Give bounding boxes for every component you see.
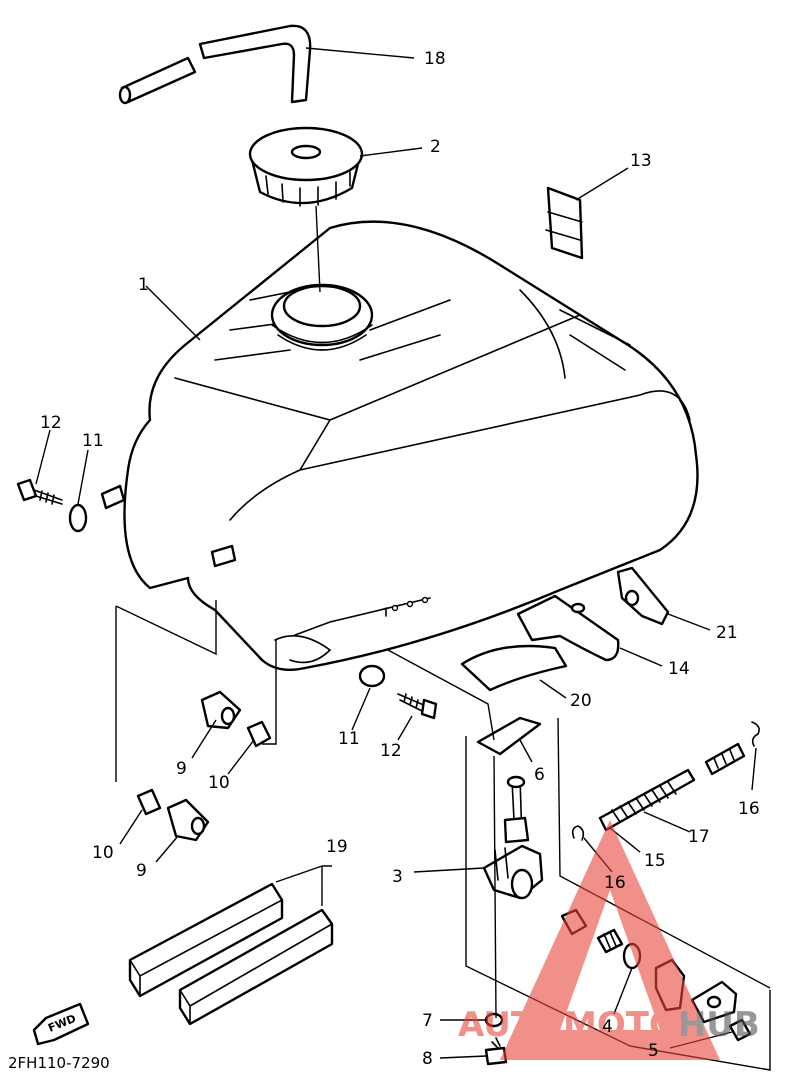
callout-17: 17 (688, 827, 710, 847)
callout-13: 13 (630, 151, 652, 171)
fuel-tank (100, 220, 699, 671)
callout-9-lower: 9 (136, 861, 147, 881)
callout-12-lower: 12 (380, 741, 402, 761)
callout-16-left: 16 (604, 873, 626, 893)
callout-10-upper: 10 (208, 773, 230, 793)
callout-2: 2 (430, 137, 441, 157)
callout-10-lower: 10 (92, 843, 114, 863)
fuel-cock (482, 775, 544, 900)
callout-11-lower: 11 (338, 729, 360, 749)
callout-5: 5 (648, 1041, 659, 1061)
forward-arrow-icon: FWD (32, 1002, 90, 1046)
clip-left (571, 825, 585, 841)
callout-19: 19 (326, 837, 348, 857)
collar-lower (136, 788, 162, 816)
bracket (616, 566, 670, 626)
callout-21: 21 (716, 623, 738, 643)
clip-right (751, 721, 760, 747)
plate (690, 980, 738, 1024)
damper-upper (200, 690, 242, 730)
callout-16-right: 16 (738, 799, 760, 819)
callout-4: 4 (602, 1017, 613, 1037)
callout-12-upper: 12 (40, 413, 62, 433)
callout-8: 8 (422, 1049, 433, 1069)
hose-fitting (704, 742, 746, 776)
rubber-damper-upper (516, 594, 620, 662)
rubber-damper-lower (460, 644, 568, 692)
clip-part (545, 186, 584, 260)
fuel-cap (248, 126, 364, 207)
washer-lower (358, 664, 386, 688)
callout-11-upper: 11 (82, 431, 104, 451)
spring (596, 928, 624, 954)
callout-7: 7 (422, 1011, 433, 1031)
bolt-lower (397, 693, 438, 720)
watermark-triangle-icon (500, 820, 720, 1060)
diagram-code: 2FH110-7290 (8, 1054, 110, 1072)
callout-20: 20 (570, 691, 592, 711)
watermark-text: AUTOMOTOHUB (458, 1005, 760, 1045)
breather-hose (118, 24, 312, 105)
callout-1: 1 (138, 275, 149, 295)
watermark: AUTOMOTOHUB (458, 820, 760, 1060)
bolt-upper (16, 478, 63, 505)
callout-6: 6 (534, 765, 545, 785)
washer-upper (68, 503, 88, 533)
callout-15: 15 (644, 851, 666, 871)
callout-3: 3 (392, 867, 403, 887)
callout-18: 18 (424, 49, 446, 69)
callout-14: 14 (668, 659, 690, 679)
fuel-hose (598, 768, 696, 832)
callout-9-upper: 9 (176, 759, 187, 779)
gasket (476, 716, 542, 756)
damper-lower (166, 798, 210, 842)
screw-5 (728, 1018, 752, 1042)
